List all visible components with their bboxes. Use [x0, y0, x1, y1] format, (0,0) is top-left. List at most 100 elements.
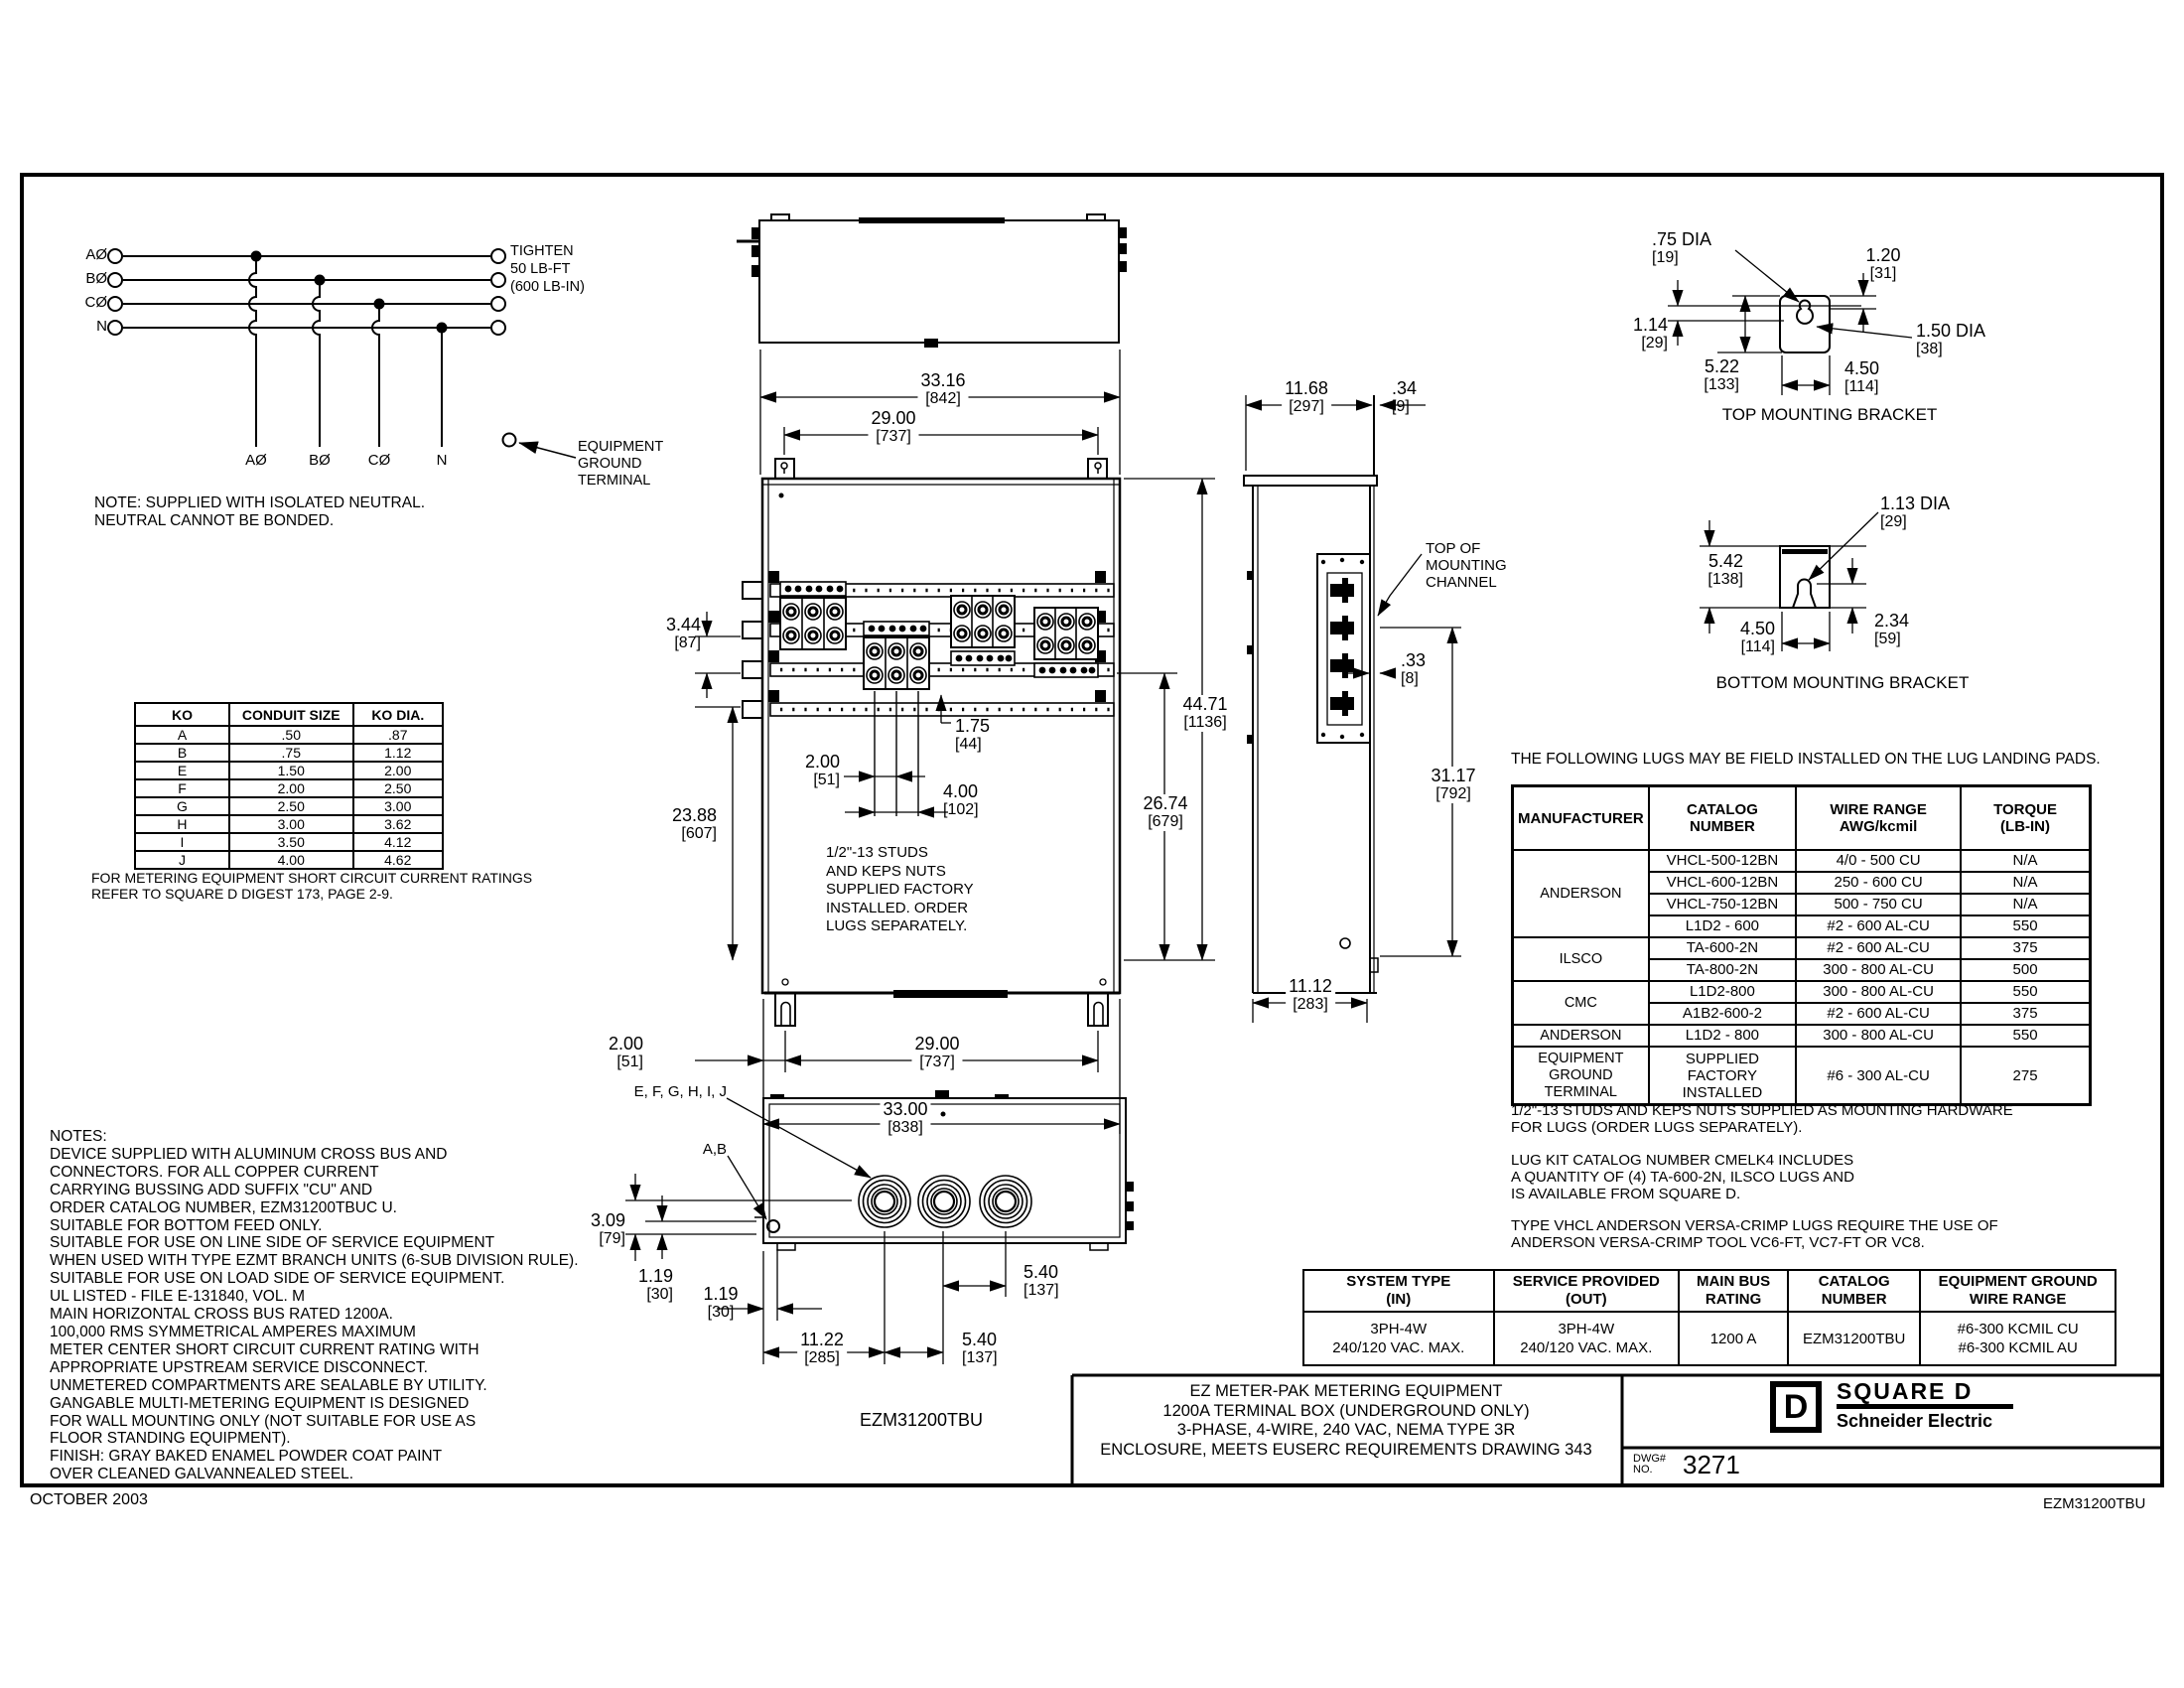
- drawing-description: EZ METER-PAK METERING EQUIPMENT 1200A TE…: [1100, 1382, 1592, 1459]
- system-ratings-table: SYSTEM TYPE (IN) SERVICE PROVIDED (OUT) …: [1302, 1269, 2116, 1366]
- dim-lug-height: 26.74[679]: [1140, 793, 1191, 831]
- dim-v-offset: 1.19[30]: [637, 1266, 673, 1304]
- ko-group-label: E, F, G, H, I, J: [633, 1083, 727, 1100]
- dim-stud-spacing-2: 2.00[51]: [804, 752, 840, 789]
- stud-note: 1/2"-13 STUDS AND KEPS NUTS SUPPLIED FAC…: [826, 844, 974, 934]
- dim-channel-height: 31.17[792]: [1428, 766, 1479, 803]
- table-header-row: KO CONDUIT SIZE KO DIA.: [134, 702, 445, 727]
- system-type-header: SYSTEM TYPE (IN): [1302, 1269, 1495, 1313]
- side-view-lug-panel: [1316, 553, 1371, 744]
- table-cell: .87: [351, 725, 445, 745]
- table-cell: 3.00: [227, 814, 354, 834]
- table-cell: 2.50: [227, 796, 354, 816]
- dwg-number-label: DWG# NO.: [1633, 1453, 1666, 1476]
- lug-cluster: [863, 621, 930, 690]
- table-cell: .75: [227, 743, 354, 763]
- table-cell: H: [134, 814, 230, 834]
- wire-range-header: WIRE RANGE AWG/kcmil: [1795, 784, 1963, 851]
- bottom-mounting-bracket: [1700, 511, 1879, 651]
- ko-ab-label: A,B: [702, 1141, 727, 1158]
- dim-bb-height: 5.42[138]: [1707, 551, 1743, 589]
- lug-note-1: 1/2"-13 STUDS AND KEPS NUTS SUPPLIED AS …: [1511, 1102, 2013, 1136]
- table-cell: G: [134, 796, 230, 816]
- sheet-border: [20, 173, 2164, 1487]
- table-cell: 2.00: [351, 761, 445, 780]
- dim-h-offset: 1.19[30]: [703, 1284, 739, 1322]
- isolated-neutral-note: NOTE: SUPPLIED WITH ISOLATED NEUTRAL. NE…: [94, 494, 426, 529]
- dim-ko3: 5.40[137]: [1021, 1262, 1062, 1300]
- square-d-logo: D: [1770, 1381, 1822, 1433]
- lug-cluster: [950, 595, 1016, 666]
- ground-terminal-label: EQUIPMENT GROUND TERMINAL: [578, 439, 664, 489]
- phase-label-b: BØ: [85, 270, 107, 287]
- top-view: [737, 213, 1127, 348]
- drop-label-c: CØ: [367, 452, 391, 469]
- ground-terminal-symbol: [501, 432, 517, 448]
- lug-table: MANUFACTURER CATALOG NUMBER WIRE RANGE A…: [1511, 784, 2092, 1106]
- lug-note-3: TYPE VHCL ANDERSON VERSA-CRIMP LUGS REQU…: [1511, 1217, 1998, 1251]
- table-row: 3PH-4W 240/120 VAC. MAX. 3PH-4W 240/120 …: [1302, 1311, 2116, 1366]
- front-view: [760, 458, 1122, 1027]
- dim-bb-slot: 2.34[59]: [1874, 611, 1910, 648]
- bottom-view: [754, 1090, 1134, 1251]
- dim-ko1: 11.22[285]: [797, 1330, 847, 1367]
- table-cell: 3.62: [351, 814, 445, 834]
- table-cell: 3.50: [227, 832, 354, 852]
- footer-date: OCTOBER 2003: [30, 1491, 148, 1508]
- drop-label-b: BØ: [309, 452, 331, 469]
- table-row: A.50.87: [134, 725, 445, 745]
- table-cell: A: [134, 725, 230, 745]
- catalog-header: CATALOG NUMBER: [1647, 784, 1798, 851]
- dim-bb-width: 4.50[114]: [1739, 619, 1775, 656]
- brand-underline: [1837, 1404, 2013, 1409]
- table-cell: J: [134, 850, 230, 870]
- dim-ab-offset: 3.09[79]: [590, 1210, 625, 1248]
- lug-cluster: [1033, 607, 1099, 678]
- dim-bus-gap: 3.44[87]: [665, 615, 701, 652]
- table-cell: I: [134, 832, 230, 852]
- dim-panel-offset: .33[8]: [1398, 650, 1430, 688]
- dim-ko2: 5.40[137]: [959, 1330, 1001, 1367]
- footer-catalog-number: EZM31200TBU: [2043, 1495, 2146, 1512]
- brand-name: SQUARE D: [1837, 1378, 1974, 1404]
- dim-depth: 11.68[297]: [1282, 378, 1331, 416]
- dim-mount-width-top: 29.00[737]: [868, 408, 919, 446]
- dim-foot-offset: 2.00[51]: [608, 1034, 643, 1071]
- main-bus-header: MAIN BUS RATING: [1678, 1269, 1790, 1313]
- phase-label-a: AØ: [85, 246, 107, 263]
- ground-wire-header: EQUIPMENT GROUND WIRE RANGE: [1919, 1269, 2116, 1313]
- dim-stud-offset: 1.75[44]: [955, 716, 991, 754]
- dim-base-depth: 11.12[283]: [1286, 976, 1335, 1014]
- drop-label-n: N: [436, 452, 448, 469]
- drop-label-a: AØ: [245, 452, 267, 469]
- table-header-row: SYSTEM TYPE (IN) SERVICE PROVIDED (OUT) …: [1302, 1269, 2116, 1313]
- table-cell: 1.12: [351, 743, 445, 763]
- dim-overall-height: 44.71[1136]: [1179, 694, 1231, 732]
- front-view-bus-assembly: [742, 571, 1115, 816]
- service-provided-header: SERVICE PROVIDED (OUT): [1492, 1269, 1681, 1313]
- dim-mount-width-bottom: 29.00[737]: [911, 1034, 963, 1071]
- dim-tb-slot: 1.50 DIA[38]: [1916, 321, 1986, 358]
- dim-base-width: 33.00[838]: [880, 1099, 931, 1137]
- catalog-number-header: CATALOG NUMBER: [1787, 1269, 1922, 1313]
- table-cell: 2.00: [227, 778, 354, 798]
- table-cell: 4.00: [227, 850, 354, 870]
- dim-tb-top-offset: 1.20[31]: [1865, 245, 1901, 283]
- bottom-bracket-caption: BOTTOM MOUNTING BRACKET: [1715, 673, 1970, 692]
- table-header-row: MANUFACTURER CATALOG NUMBER WIRE RANGE A…: [1511, 784, 2092, 851]
- lug-cluster: [779, 581, 847, 650]
